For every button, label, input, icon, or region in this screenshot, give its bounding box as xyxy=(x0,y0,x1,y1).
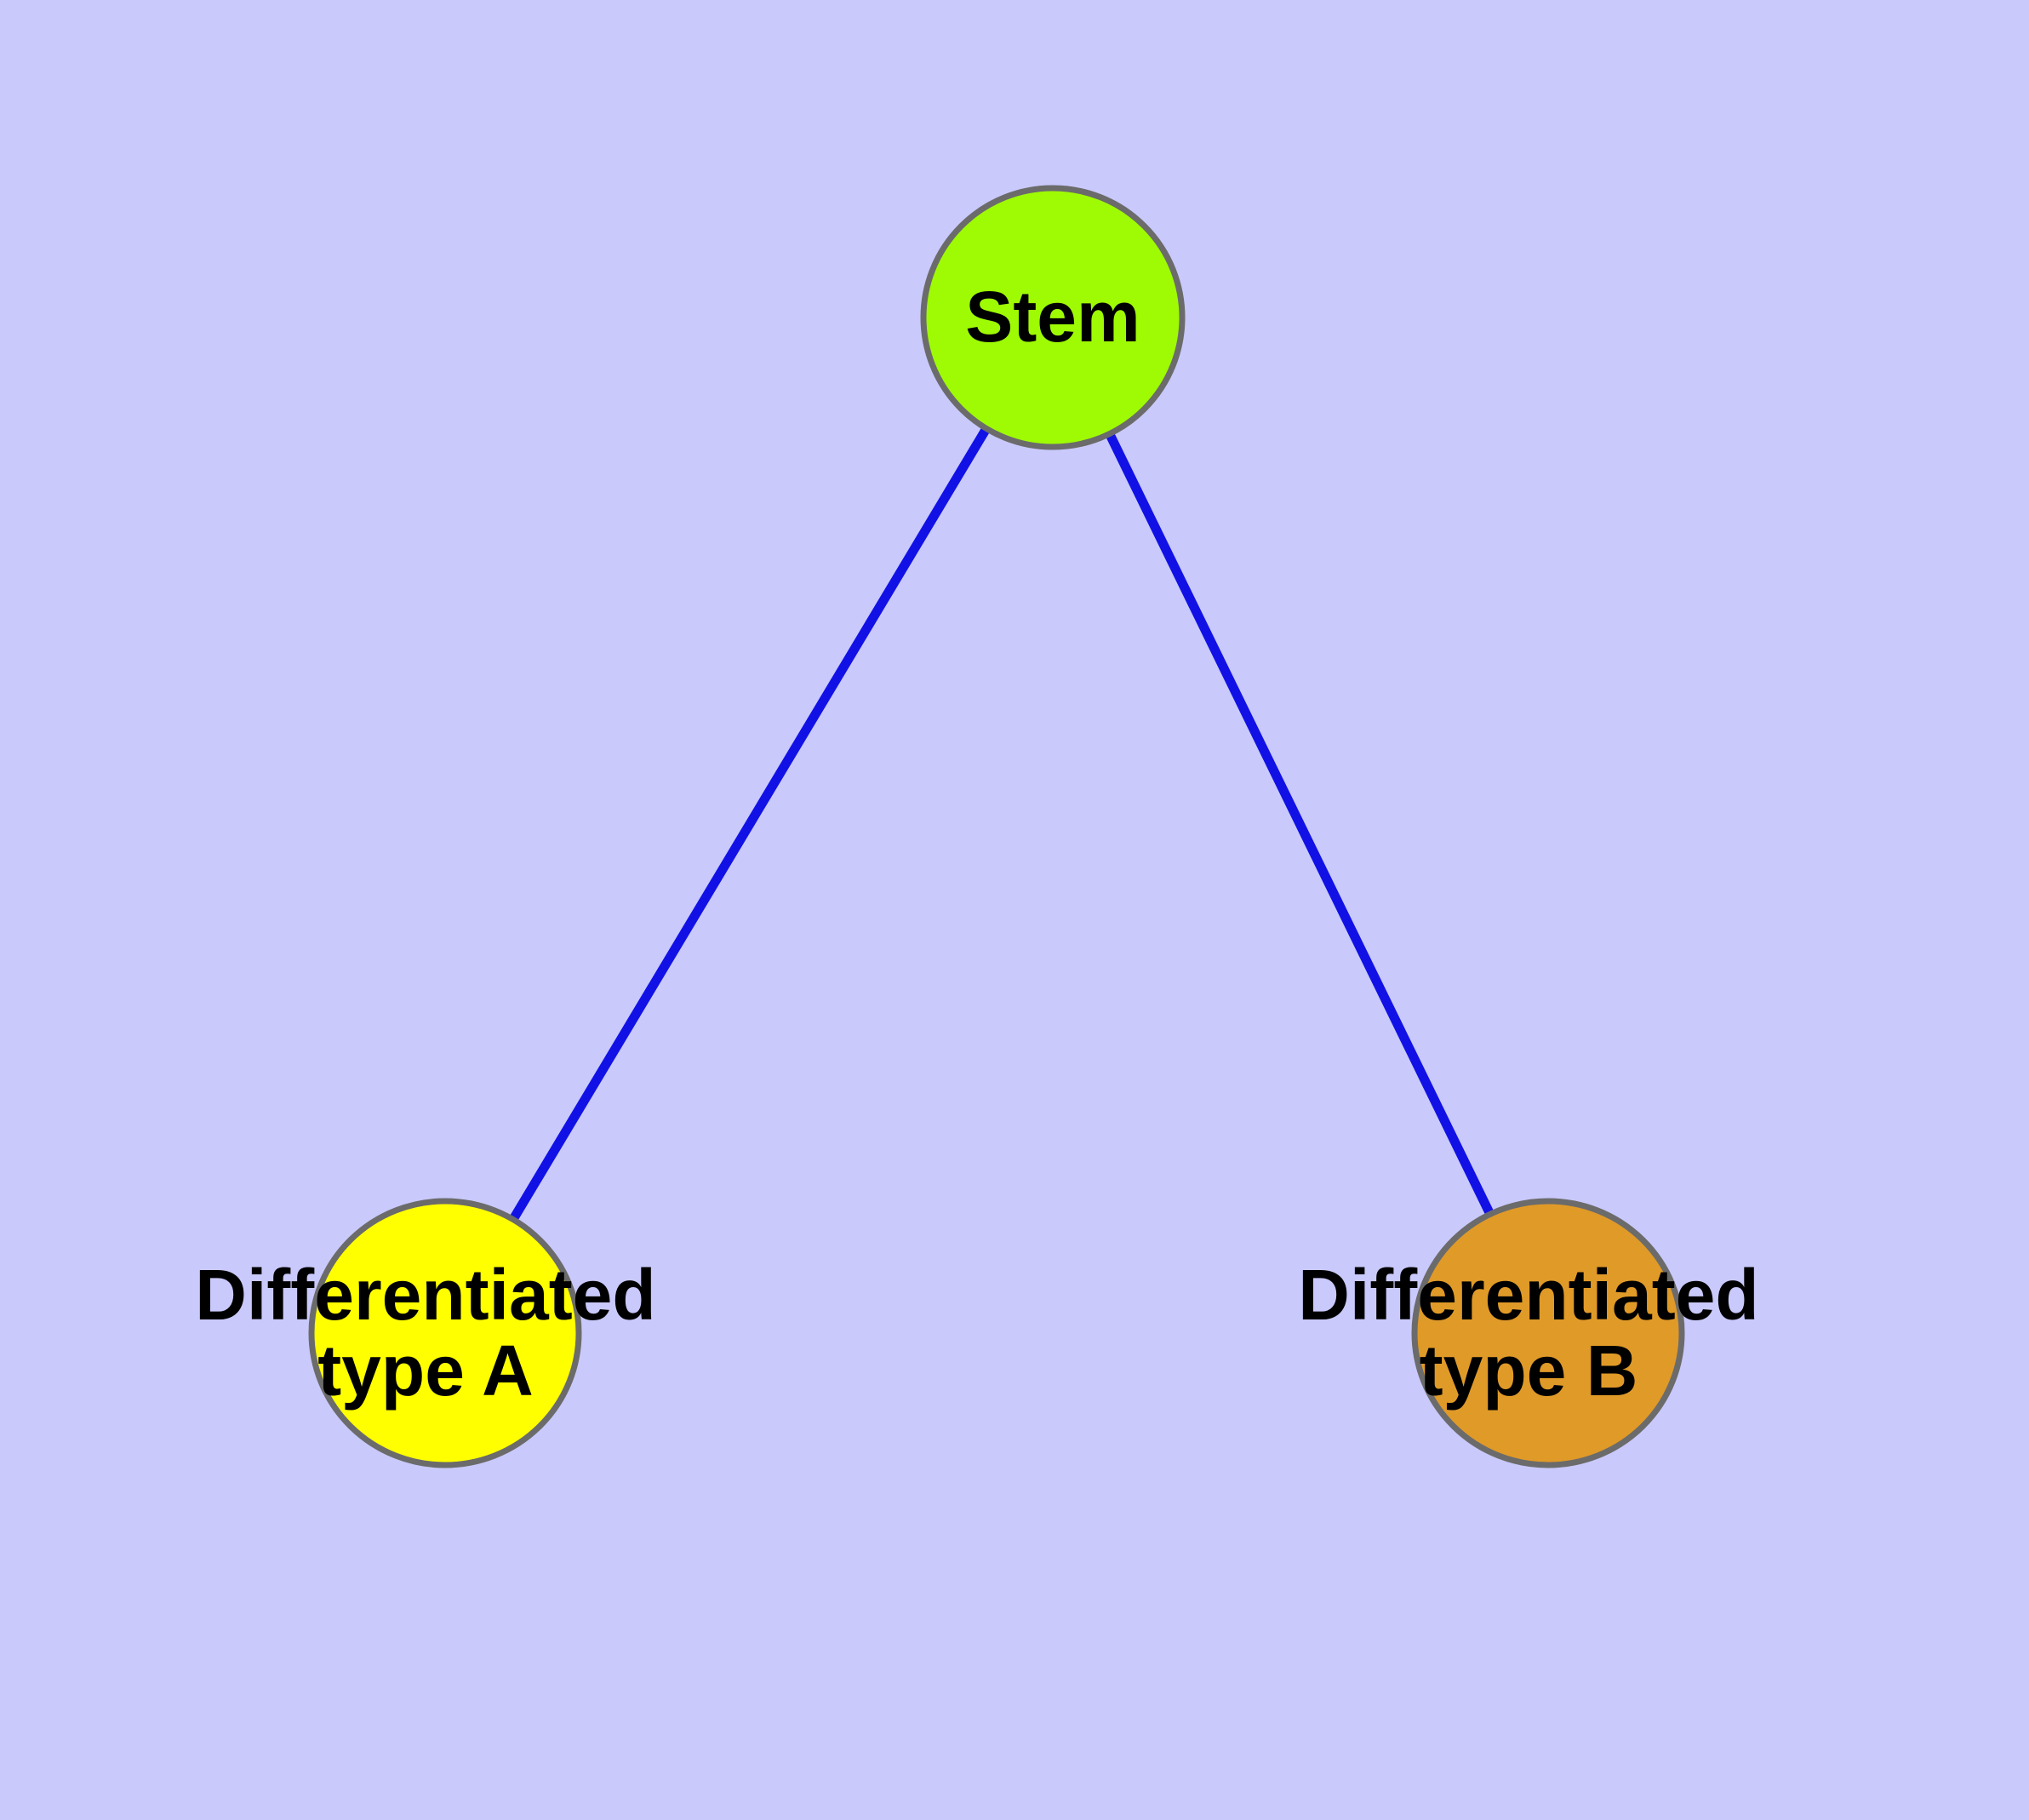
edge-layer xyxy=(441,315,1552,1336)
node-diff-b-shape[interactable] xyxy=(1411,1198,1685,1468)
edge-stem-to-diff-b xyxy=(1049,315,1552,1336)
node-layer xyxy=(308,185,1685,1468)
node-diff-a-shape[interactable] xyxy=(308,1198,582,1468)
node-stem-shape[interactable] xyxy=(920,185,1186,450)
edge-stem-to-diff-a xyxy=(441,315,1057,1336)
